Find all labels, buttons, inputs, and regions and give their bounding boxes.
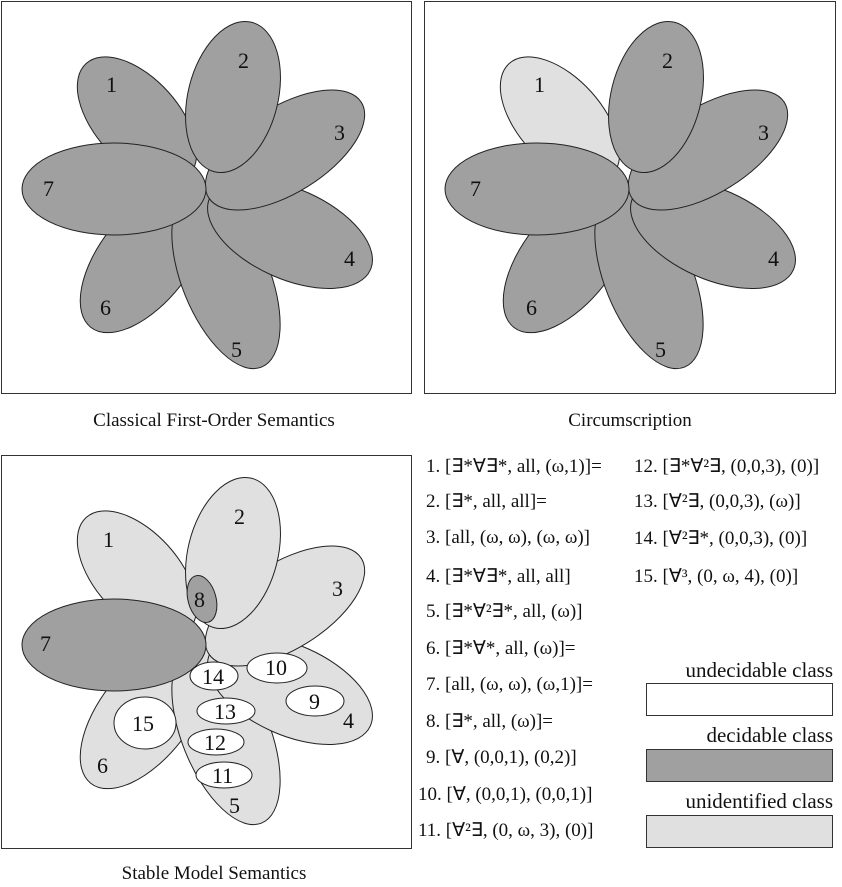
- caption-stable-model: Stable Model Semantics: [121, 863, 307, 884]
- legend-label-undecidable: undecidable class: [685, 658, 833, 682]
- formula-3: 3. [all, (ω, ω), (ω, ω)]: [426, 527, 590, 548]
- subclass-label-8: 8: [194, 587, 205, 612]
- formula-1: 1. [∃*∀∃*, all, (ω,1)]=: [426, 456, 602, 477]
- subclass-label-10: 10: [265, 655, 287, 680]
- flower-diagram-classical: 1 2 3 4 5 6 7: [21, 20, 373, 370]
- formula-4: 4. [∃*∀∃*, all, all]: [426, 566, 571, 587]
- petal-label-3: 3: [758, 120, 769, 145]
- flower-diagram-stable-model: 1 2 3 4 5 6 7 8 9 10 11 12 13 14 15: [21, 476, 373, 826]
- petal-7: [21, 142, 207, 236]
- petal-label-7: 7: [43, 176, 54, 201]
- subclass-11: [195, 761, 253, 789]
- subclass-13: [196, 697, 256, 725]
- petal-label-6: 6: [97, 753, 108, 778]
- legend-label-unidentified: unidentified class: [685, 789, 833, 813]
- petal-2: [185, 20, 281, 174]
- petal-2: [608, 20, 704, 174]
- subclass-label-12: 12: [204, 730, 226, 755]
- formula-15: 15. [∀³, (0, ω, 4), (0)]: [634, 566, 799, 587]
- petal-label-7: 7: [470, 176, 481, 201]
- subclass-10: [246, 652, 308, 684]
- subclass-label-13: 13: [214, 699, 236, 724]
- formula-14: 14. [∀²∃*, (0,0,3), (0)]: [634, 528, 808, 549]
- petal-label-3: 3: [334, 120, 345, 145]
- petal-label-5: 5: [655, 337, 666, 362]
- petal-label-1: 1: [103, 527, 114, 552]
- petal-label-1: 1: [534, 72, 545, 97]
- petal-label-5: 5: [231, 337, 242, 362]
- formula-2: 2. [∃*, all, all]=: [426, 491, 547, 512]
- petal-label-4: 4: [768, 246, 779, 271]
- subclass-8: [186, 575, 218, 623]
- petal-label-2: 2: [662, 48, 673, 73]
- legend-swatch-decidable: [646, 749, 833, 782]
- formula-13: 13. [∀²∃, (0,0,3), (ω)]: [634, 491, 801, 512]
- subclass-label-11: 11: [212, 763, 233, 788]
- formula-12: 12. [∃*∀²∃, (0,0,3), (0)]: [634, 456, 820, 477]
- petal-label-2: 2: [234, 504, 245, 529]
- petal-label-4: 4: [343, 708, 354, 733]
- caption-classical: Classical First-Order Semantics: [93, 410, 335, 431]
- subclass-label-15: 15: [132, 711, 154, 736]
- petal-7: [444, 142, 630, 236]
- flower-diagram-circumscription: 1 2 3 4 5 6 7: [444, 20, 796, 370]
- panel-classical-semantics: 1 2 3 4 5 6 7: [1, 1, 412, 394]
- subclass-9: [285, 685, 345, 717]
- petal-label-7: 7: [40, 631, 51, 656]
- subclass-12: [187, 728, 245, 756]
- legend-label-decidable: decidable class: [706, 723, 833, 747]
- petal-label-6: 6: [526, 295, 537, 320]
- legend-swatch-undecidable: [646, 683, 833, 716]
- panel-stable-model-semantics: 1 2 3 4 5 6 7 8 9 10 11 12 13 14 15: [1, 455, 412, 849]
- formula-10: 10. [∀, (0,0,1), (0,0,1)]: [418, 784, 593, 805]
- petal-7: [21, 598, 207, 692]
- legend-swatch-unidentified: [646, 815, 833, 848]
- petal-label-3: 3: [332, 576, 343, 601]
- formula-9: 9. [∀, (0,0,1), (0,2)]: [426, 747, 577, 768]
- subclass-15: [113, 696, 177, 750]
- formula-6: 6. [∃*∀*, all, (ω)]=: [426, 638, 576, 659]
- petal-label-4: 4: [344, 246, 355, 271]
- formula-5: 5. [∃*∀²∃*, all, (ω)]: [426, 601, 583, 622]
- formula-8: 8. [∃*, all, (ω)]=: [426, 711, 554, 732]
- petal-label-1: 1: [106, 72, 117, 97]
- subclass-label-14: 14: [202, 664, 224, 689]
- petal-label-5: 5: [229, 793, 240, 818]
- formula-11: 11. [∀²∃, (0, ω, 3), (0)]: [418, 820, 594, 841]
- caption-circumscription: Circumscription: [568, 410, 692, 431]
- formula-7: 7. [all, (ω, ω), (ω,1)]=: [426, 674, 593, 695]
- subclass-14: [189, 661, 239, 691]
- petal-label-6: 6: [100, 295, 111, 320]
- panel-circumscription: 1 2 3 4 5 6 7: [424, 1, 836, 394]
- subclass-label-9: 9: [309, 689, 320, 714]
- petal-label-2: 2: [238, 48, 249, 73]
